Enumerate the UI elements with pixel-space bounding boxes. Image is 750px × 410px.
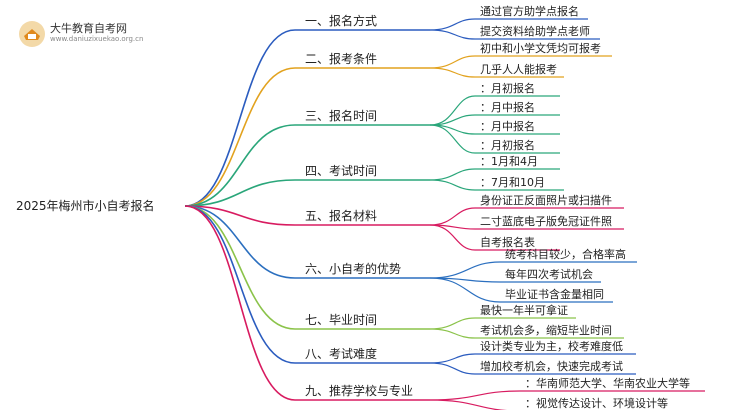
branch-label: 五、报名材料 [305,208,377,223]
branch-label: 三、报名时间 [305,108,377,123]
branch-connector [184,179,430,207]
leaf-label: 几乎人人能报考 [480,62,557,76]
leaf-label: ：视觉传达设计、环境设计等 [525,396,668,410]
leaf-label: 通过官方助学点报名 [480,4,579,18]
leaf-connector [429,390,705,401]
leaf-connector [429,261,637,279]
leaf-label: 每年四次考试机会 [505,267,593,281]
leaf-label: 初中和小学文凭均可报考 [480,41,601,55]
branch-label: 一、报名方式 [305,13,377,28]
site-logo: 大牛教育自考网 www.daniuzixuekao.org.cn [18,16,148,52]
leaf-label: 增加校考机会，快速完成考试 [480,359,623,373]
leaf-connector [429,399,508,410]
leaf-label: ：月初报名 [480,81,535,95]
leaf-label: 二寸蓝底电子版免冠证件照 [480,214,612,228]
leaf-label: ：月初报名 [480,138,535,152]
leaf-connector [429,317,576,330]
branch-connector [184,205,430,279]
leaf-connector [429,29,600,40]
leaf-connector [429,67,564,78]
leaf-label: 提交资料给助学点老师 [480,24,590,38]
branch-connector [184,124,430,207]
leaf-connector [429,55,612,69]
leaf-label: 设计类专业为主，校考难度低 [480,339,623,353]
leaf-label: ：7月和10月 [480,176,545,189]
leaf-connector [429,168,560,181]
leaf-connector [429,114,560,126]
branch-3: 三、报名时间 ：月初报名 ：月中报名 ：月中报名 ：月初报名 [184,81,560,207]
leaf-connector [429,95,560,126]
leaf-connector [429,179,564,191]
leaf-label: 毕业证书含金量相同 [505,287,604,301]
leaf-label: ：1月和4月 [480,155,538,168]
branch-9: 九、推荐学校与专业 ：华南师范大学、华南农业大学等 ：视觉传达设计、环境设计等 [184,205,705,410]
leaf-connector [429,362,636,375]
branch-label: 八、考试难度 [305,346,377,361]
branch-connector [184,67,430,207]
branch-connector [184,205,430,226]
leaf-label: 统考科目较少，合格率高 [505,247,626,261]
leaf-label: 最快一年半可拿证 [480,303,568,317]
logo-name: 大牛教育自考网 [50,22,127,35]
leaf-label: ：月中报名 [480,119,535,133]
branch-connector [184,205,430,364]
leaf-connector [429,328,624,339]
logo-badge-icon [19,21,45,47]
root-node: 2025年梅州市小自考报名 [16,198,155,213]
branch-label: 二、报考条件 [305,51,377,66]
branch-label: 七、毕业时间 [305,313,377,327]
leaf-label: ：月中报名 [480,100,535,114]
branch-connector [184,205,430,330]
branch-label: 九、推荐学校与专业 [305,383,413,398]
branch-connector [184,205,430,401]
logo-url: www.daniuzixuekao.org.cn [50,35,144,43]
leaf-label: 身份证正反面照片或扫描件 [480,193,612,207]
branch-label: 六、小自考的优势 [305,261,401,276]
branch-connector [184,29,430,207]
leaf-connector [429,224,560,251]
leaf-connector [429,124,560,154]
branch-label: 四、考试时间 [305,163,377,178]
leaf-connector [429,18,588,31]
leaf-label: 考试机会多，缩短毕业时间 [480,323,612,337]
leaf-connector [429,277,613,303]
branch-4: 四、考试时间 ：1月和4月 ：7月和10月 [184,155,564,207]
leaf-connector [429,353,636,364]
leaf-connector [429,277,601,283]
leaf-label: ：华南师范大学、华南农业大学等 [525,376,690,390]
leaf-connector [429,207,624,226]
leaf-label: 自考报名表 [480,235,535,249]
